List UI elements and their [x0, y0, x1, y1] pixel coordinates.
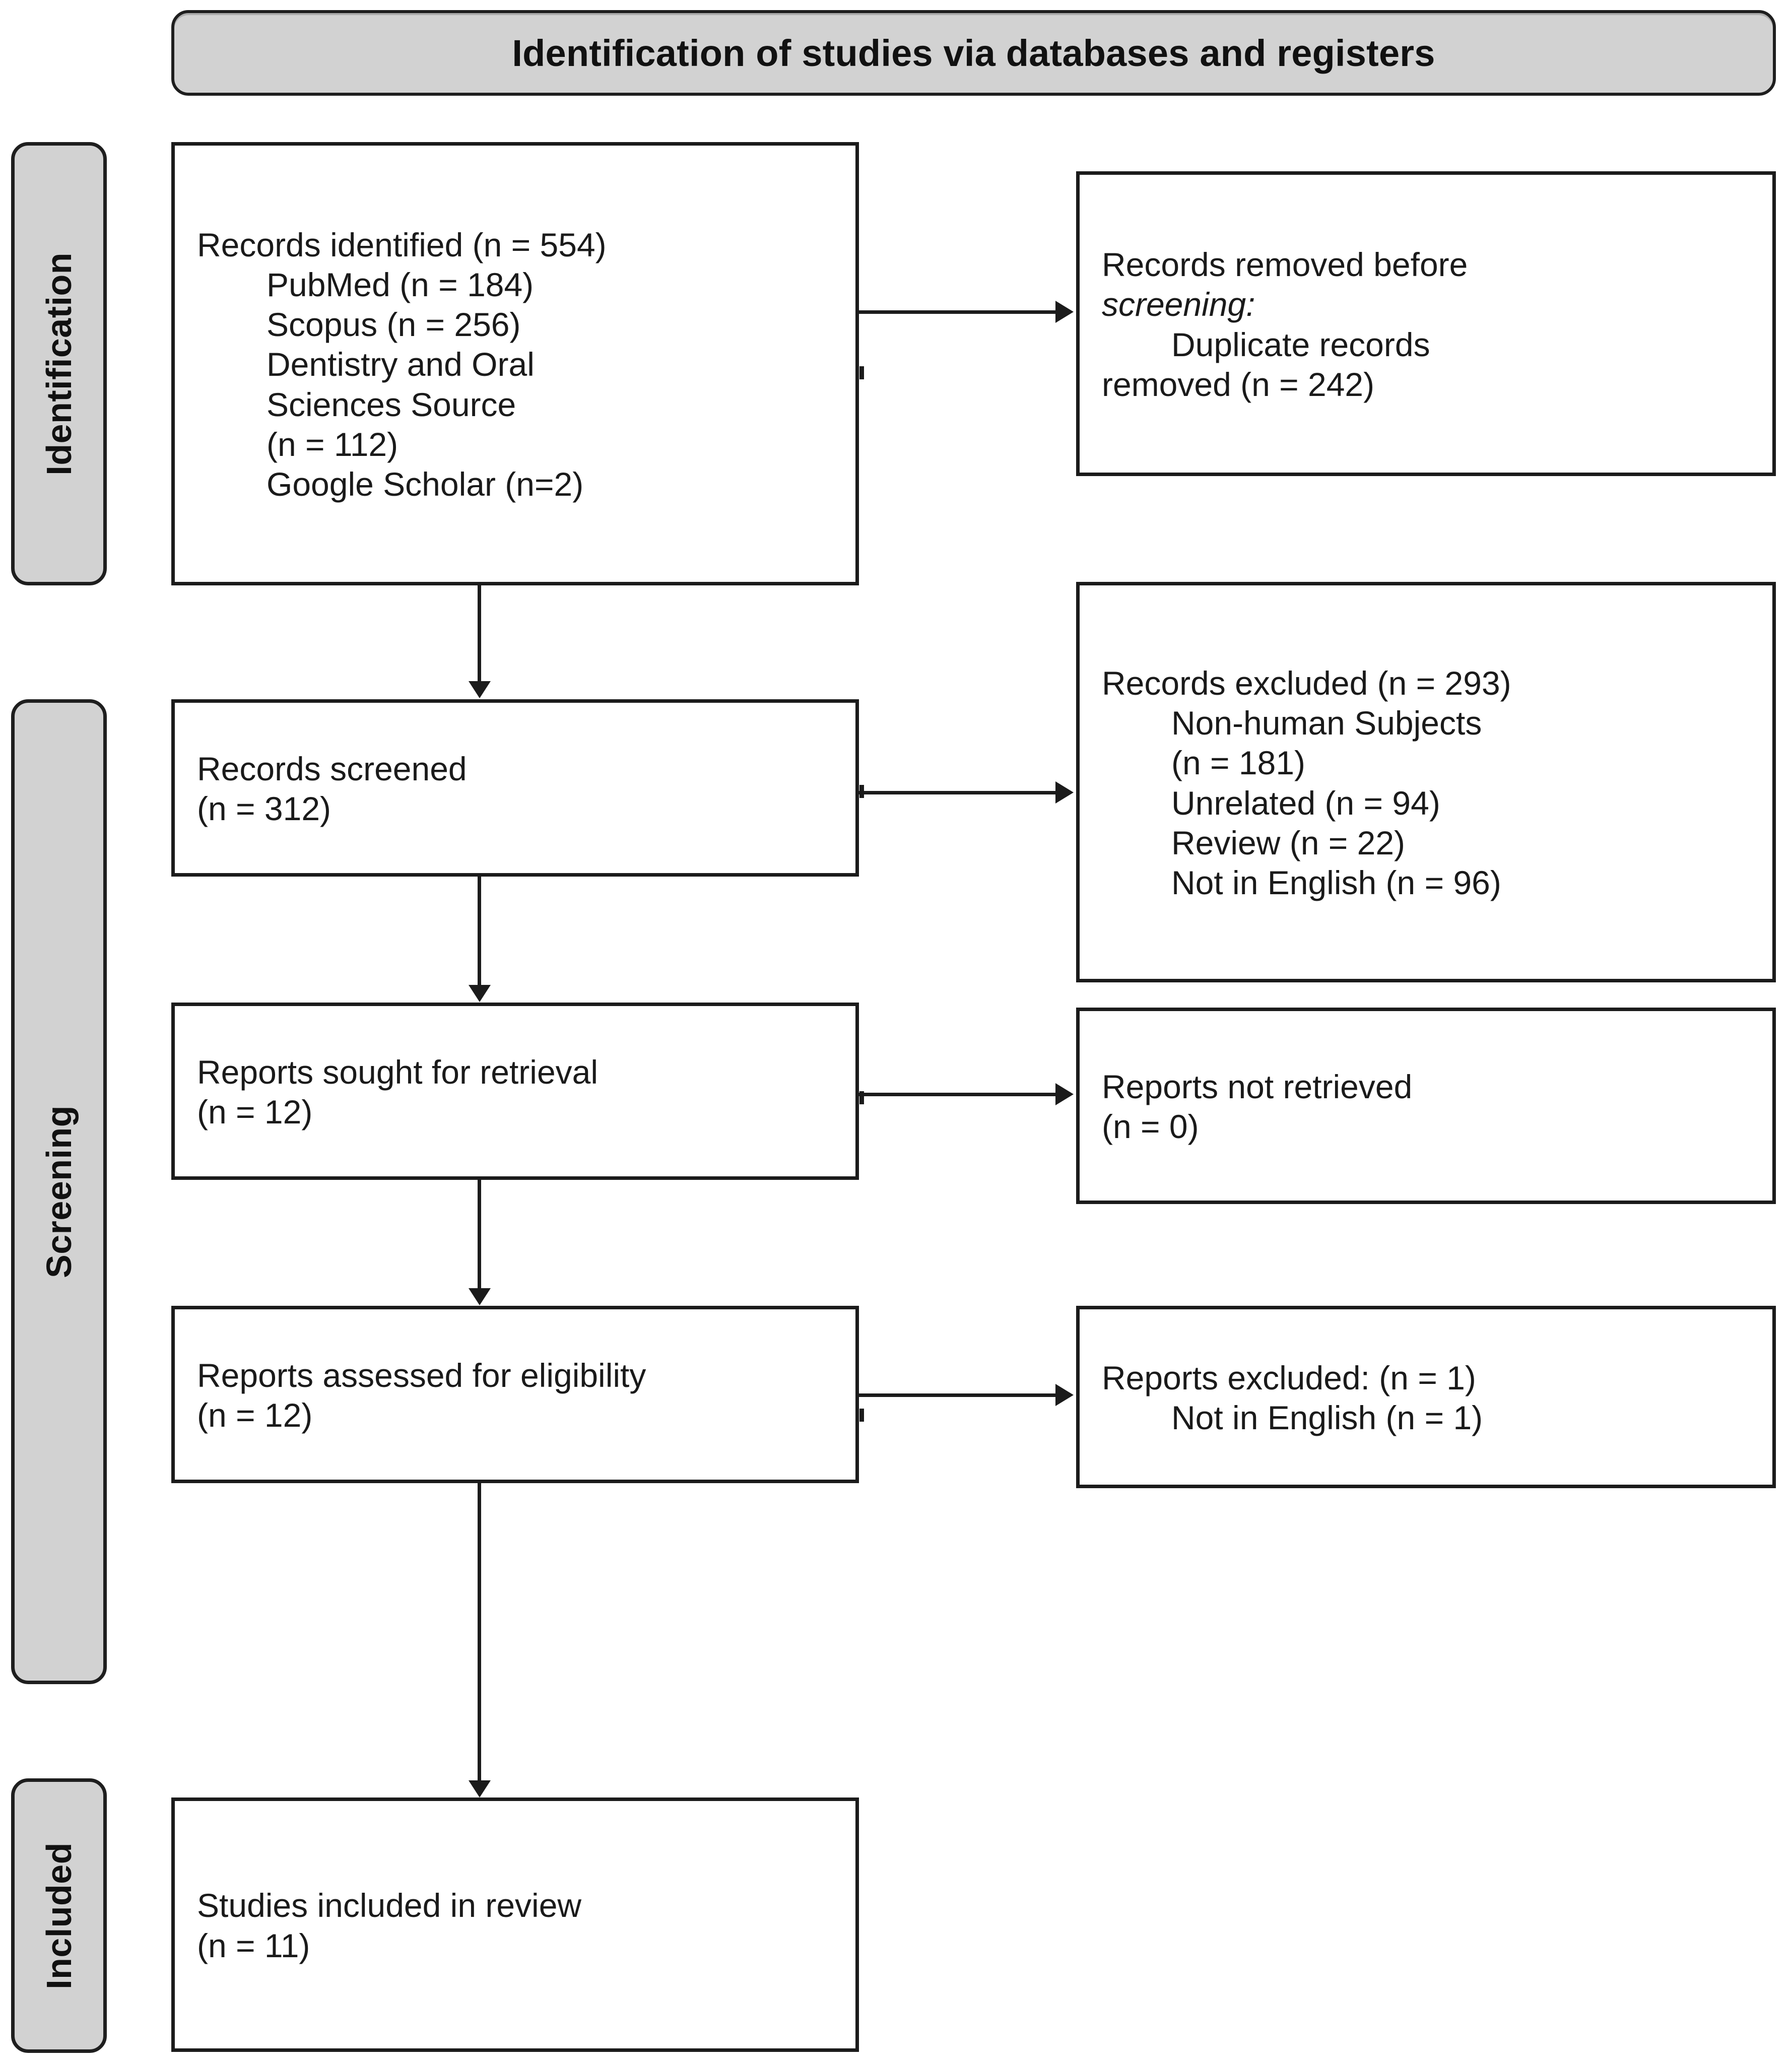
box-reports-excluded: Reports excluded: (n = 1) Not in English…: [1076, 1306, 1776, 1488]
box-line: Records identified (n = 554): [197, 226, 607, 263]
box-line: screening:: [1102, 286, 1255, 323]
box-line: (n = 0): [1102, 1108, 1199, 1145]
connector-nub: [859, 785, 864, 798]
box-reports-sought: Reports sought for retrieval (n = 12): [171, 1003, 859, 1180]
box-line: removed (n = 242): [1102, 365, 1375, 403]
box-reports-assessed: Reports assessed for eligibility (n = 12…: [171, 1306, 859, 1483]
phase-tab-screening-label: Screening: [39, 1105, 79, 1278]
box-line: Google Scholar (n=2): [267, 465, 584, 503]
arrowhead-screened-to-excluded: [1055, 781, 1074, 804]
connector-identified-to-screened: [478, 585, 481, 681]
box-line: Non-human Subjects: [1171, 704, 1482, 742]
connector-screened-to-excluded: [859, 791, 1055, 794]
connector-sought-to-assessed: [478, 1180, 481, 1288]
box-line: Duplicate records: [1171, 325, 1430, 363]
connector-assessed-to-included: [478, 1483, 481, 1780]
arrowhead-assessed-to-excluded: [1055, 1384, 1074, 1406]
phase-banner-identification: Identification of studies via databases …: [171, 10, 1776, 96]
connector-nub: [859, 1409, 864, 1422]
box-line: Reports sought for retrieval: [197, 1053, 599, 1091]
box-line: (n = 181): [1171, 744, 1305, 782]
connector-identified-to-removed: [859, 310, 1055, 314]
phase-tab-included: Included: [11, 1778, 107, 2053]
phase-tab-included-label: Included: [39, 1842, 79, 1989]
connector-sought-to-notretrieved: [859, 1093, 1055, 1096]
arrowhead-assessed-to-included: [469, 1780, 491, 1797]
box-line: Reports excluded: (n = 1): [1102, 1359, 1476, 1396]
box-line: Records removed: [1102, 246, 1374, 284]
box-reports-not-retrieved: Reports not retrieved (n = 0): [1076, 1008, 1776, 1204]
phase-tab-identification-label: Identification: [39, 252, 79, 476]
box-line: Scopus (n = 256): [267, 306, 521, 344]
arrowhead-sought-to-notretrieved: [1055, 1083, 1074, 1105]
arrowhead-screened-to-sought: [469, 985, 491, 1002]
arrowhead-identified-to-removed: [1055, 301, 1074, 323]
phase-tab-screening: Screening: [11, 699, 107, 1684]
box-line: Records screened: [197, 750, 467, 787]
box-line: Not in English (n = 96): [1171, 863, 1501, 901]
box-line: Sciences Source: [267, 385, 516, 423]
box-studies-included: Studies included in review (n = 11): [171, 1797, 859, 2052]
box-line: Not in English (n = 1): [1171, 1399, 1483, 1436]
box-line: (n = 12): [197, 1396, 313, 1434]
box-records-identified: Records identified (n = 554) PubMed (n =…: [171, 142, 859, 585]
box-line: Dentistry and Oral: [267, 346, 535, 383]
box-records-excluded: Records excluded (n = 293) Non-human Sub…: [1076, 582, 1776, 982]
box-records-screened: Records screened (n = 312): [171, 699, 859, 877]
box-line: Studies included in review: [197, 1887, 582, 1924]
banner-title: Identification of studies via databases …: [512, 32, 1435, 74]
connector-nub: [859, 366, 864, 379]
arrowhead-identified-to-screened: [469, 681, 491, 698]
box-line-italic: before: [1373, 246, 1468, 284]
phase-tab-identification: Identification: [11, 142, 107, 585]
box-line: (n = 12): [197, 1093, 313, 1130]
box-line: PubMed (n = 184): [267, 266, 534, 304]
box-line: Unrelated (n = 94): [1171, 784, 1440, 822]
arrowhead-sought-to-assessed: [469, 1288, 491, 1305]
box-line: (n = 11): [197, 1926, 310, 1964]
box-line: Reports assessed for eligibility: [197, 1356, 646, 1394]
connector-nub: [859, 1091, 864, 1104]
box-line: Reports not retrieved: [1102, 1068, 1413, 1105]
box-line: (n = 312): [197, 790, 331, 827]
box-line: Review (n = 22): [1171, 824, 1406, 861]
box-line: Records excluded (n = 293): [1102, 664, 1511, 702]
box-line: (n = 112): [267, 425, 399, 463]
connector-assessed-to-excluded: [859, 1393, 1055, 1397]
connector-screened-to-sought: [478, 877, 481, 985]
box-records-removed: Records removed before screening: Duplic…: [1076, 171, 1776, 476]
